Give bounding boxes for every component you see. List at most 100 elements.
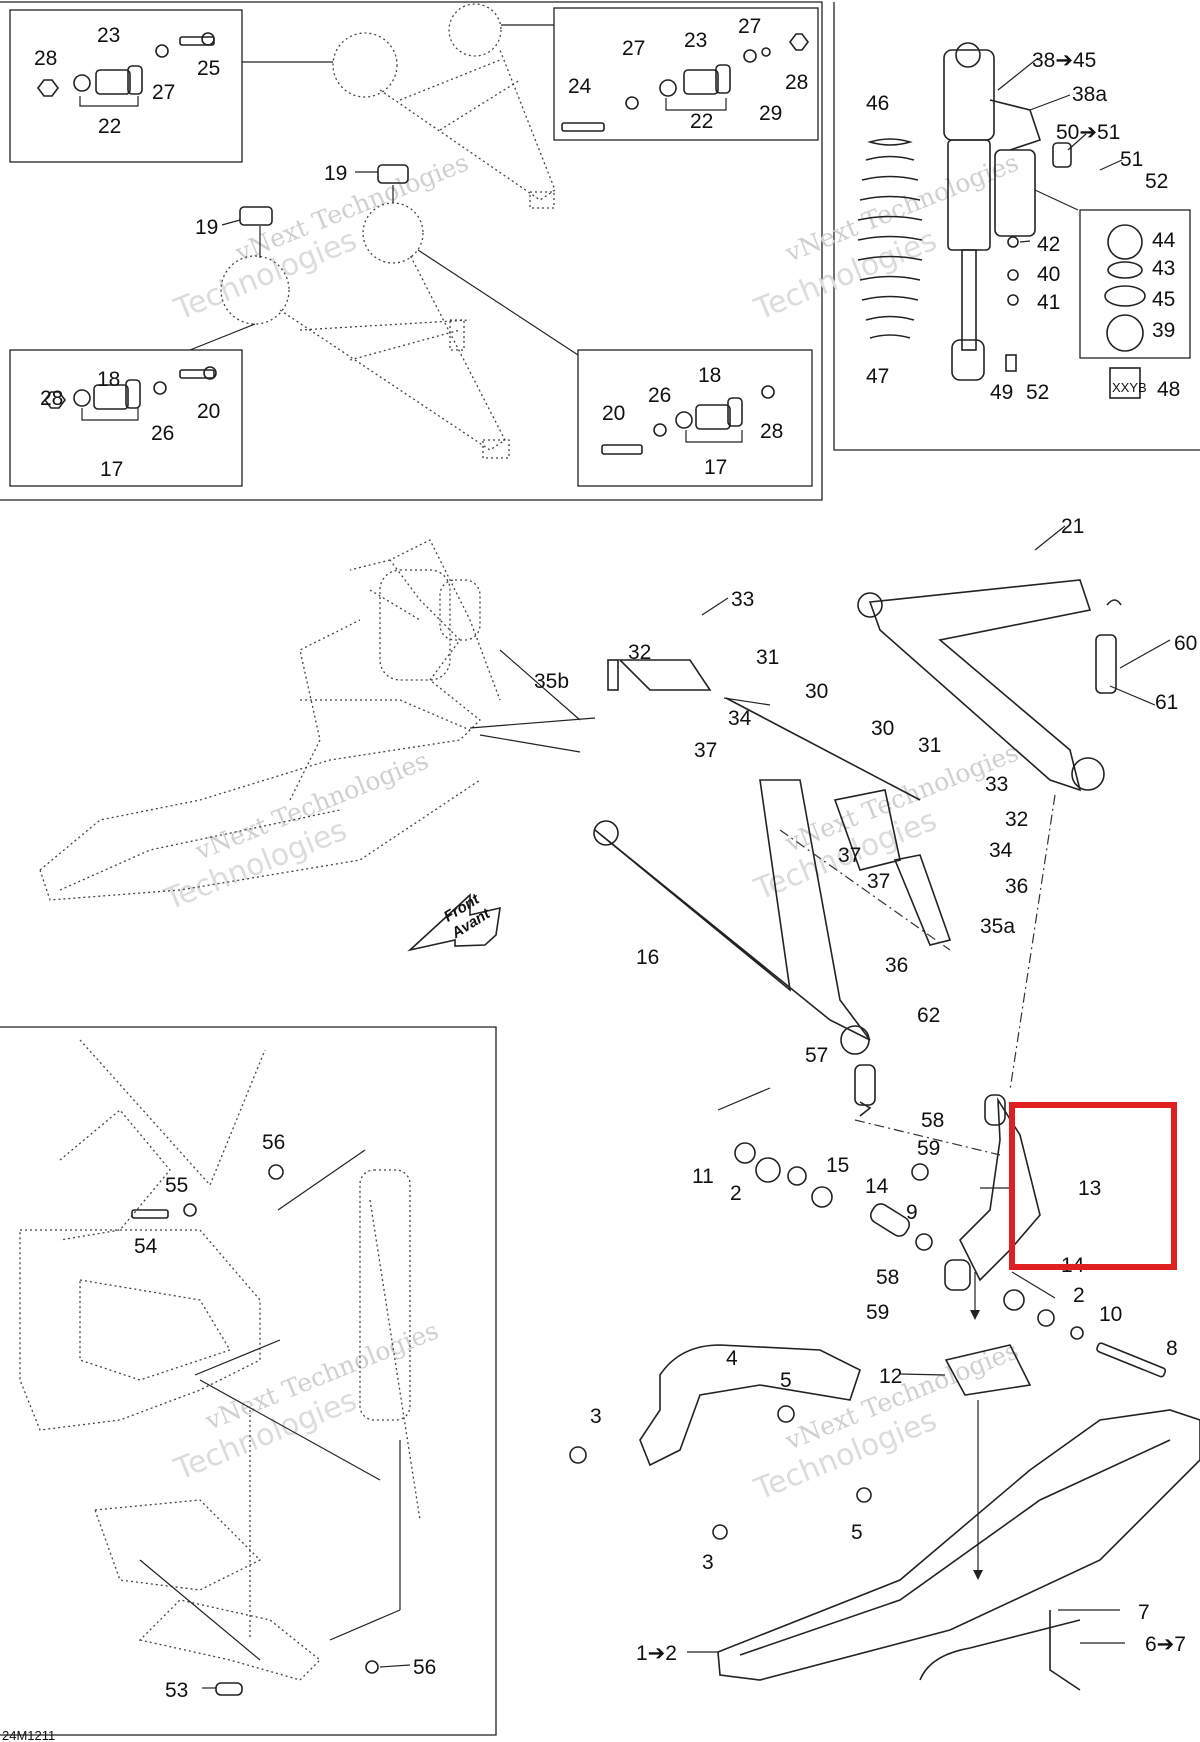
callout-5b: 5: [851, 1521, 863, 1544]
callout-18a: 18: [97, 368, 120, 391]
callout-10: 10: [1099, 1303, 1122, 1326]
callout-38a: 38a: [1072, 83, 1107, 106]
callout-40: 40: [1037, 263, 1060, 286]
callout-53: 53: [165, 1679, 188, 1702]
callout-5a: 5: [780, 1369, 792, 1392]
callout-28c: 28: [40, 387, 63, 410]
upper-a-arm-drawing: [242, 3, 556, 209]
front-arrow-label: Front Avant: [441, 890, 494, 942]
callout-28d: 28: [760, 420, 783, 443]
callout-59a: 59: [917, 1137, 940, 1160]
callout-28a: 28: [34, 47, 57, 70]
callout-29: 29: [759, 102, 782, 125]
highlight-box-part-13: [1009, 1102, 1177, 1270]
callout-32b: 32: [1005, 808, 1028, 831]
callout-27c: 27: [738, 15, 761, 38]
callout-leaders: [202, 57, 1171, 1689]
callout-57: 57: [805, 1044, 828, 1067]
callout-20a: 20: [197, 400, 220, 423]
callout-31a: 31: [756, 646, 779, 669]
callout-13: 13: [1078, 1177, 1101, 1200]
callout-1: 1➔2: [636, 1642, 677, 1665]
callout-39: 39: [1152, 319, 1175, 342]
callout-2b: 2: [1073, 1284, 1085, 1307]
callout-52a: 52: [1145, 170, 1168, 193]
callout-21: 21: [1061, 515, 1084, 538]
callout-17a: 17: [100, 458, 123, 481]
callout-37c: 37: [867, 870, 890, 893]
svg-text:XXYB: XXYB: [1112, 380, 1147, 395]
callout-35b: 35b: [534, 670, 569, 693]
callout-19a: 19: [324, 162, 347, 185]
callout-46: 46: [866, 92, 889, 115]
callout-12: 12: [879, 1365, 902, 1388]
suspension-arms-drawing: [593, 579, 1167, 1378]
callout-56b: 56: [413, 1656, 436, 1679]
lower-a-arm-drawing: [189, 164, 579, 459]
callout-43: 43: [1152, 257, 1175, 280]
ski-drawing: [569, 1344, 1200, 1691]
callout-60: 60: [1174, 632, 1197, 655]
callout-37b: 37: [838, 844, 861, 867]
front-frame-detail-drawing: [19, 1039, 421, 1696]
callout-51: 51: [1120, 148, 1143, 171]
callout-33a: 33: [731, 588, 754, 611]
callout-45: 45: [1152, 288, 1175, 311]
hardware-detail-boxes: [37, 32, 809, 455]
callout-41: 41: [1037, 291, 1060, 314]
callout-18b: 18: [698, 364, 721, 387]
callout-27a: 27: [152, 81, 175, 104]
callout-32a: 32: [628, 641, 651, 664]
callout-30b: 30: [871, 717, 894, 740]
callout-37a: 37: [694, 739, 717, 762]
callout-61: 61: [1155, 691, 1178, 714]
callout-55: 55: [165, 1174, 188, 1197]
callout-14a: 14: [865, 1175, 889, 1198]
callout-25: 25: [197, 57, 220, 80]
callout-8: 8: [1166, 1337, 1178, 1360]
callout-4: 4: [726, 1347, 738, 1370]
callout-58b: 58: [876, 1266, 899, 1289]
callout-26b: 26: [648, 384, 671, 407]
callout-35a: 35a: [980, 915, 1015, 938]
callout-16: 16: [636, 946, 659, 969]
callout-34b: 34: [989, 839, 1013, 862]
callout-49: 49: [990, 381, 1013, 404]
callout-9: 9: [906, 1201, 918, 1224]
callout-34a: 34: [728, 707, 752, 730]
callout-6: 6➔7: [1145, 1633, 1186, 1656]
callout-15: 15: [826, 1154, 849, 1177]
callout-2a: 2: [730, 1182, 742, 1205]
callout-24: 24: [568, 75, 592, 98]
callout-47: 47: [866, 365, 889, 388]
callout-27b: 27: [622, 37, 645, 60]
callout-31b: 31: [918, 734, 941, 757]
callout-19b: 19: [195, 216, 218, 239]
callout-3a: 3: [590, 1405, 602, 1428]
callout-58a: 58: [921, 1109, 944, 1132]
callout-56a: 56: [262, 1131, 285, 1154]
callout-7: 7: [1138, 1601, 1150, 1624]
callout-59b: 59: [866, 1301, 889, 1324]
callout-36a: 36: [1005, 875, 1028, 898]
callout-23b: 23: [684, 29, 707, 52]
callout-30a: 30: [805, 680, 828, 703]
figure-code: 24M1211: [2, 1728, 55, 1742]
callout-labels: 23 28 27 25 22 27 23 27 24 28 22 29 19 1…: [34, 15, 1197, 1702]
callout-20b: 20: [602, 402, 625, 425]
callout-11: 11: [692, 1165, 714, 1188]
callout-22a: 22: [98, 115, 121, 138]
callout-38: 38➔45: [1032, 49, 1096, 72]
callout-17b: 17: [704, 456, 727, 479]
callout-23a: 23: [97, 24, 120, 47]
callout-62: 62: [917, 1004, 940, 1027]
callout-36b: 36: [885, 954, 908, 977]
callout-33b: 33: [985, 773, 1008, 796]
shock-absorber-drawing: XXYB: [857, 42, 1147, 399]
callout-42: 42: [1037, 233, 1060, 256]
callout-22b: 22: [690, 110, 713, 133]
callout-44: 44: [1152, 229, 1176, 252]
callout-50: 50➔51: [1056, 121, 1120, 144]
